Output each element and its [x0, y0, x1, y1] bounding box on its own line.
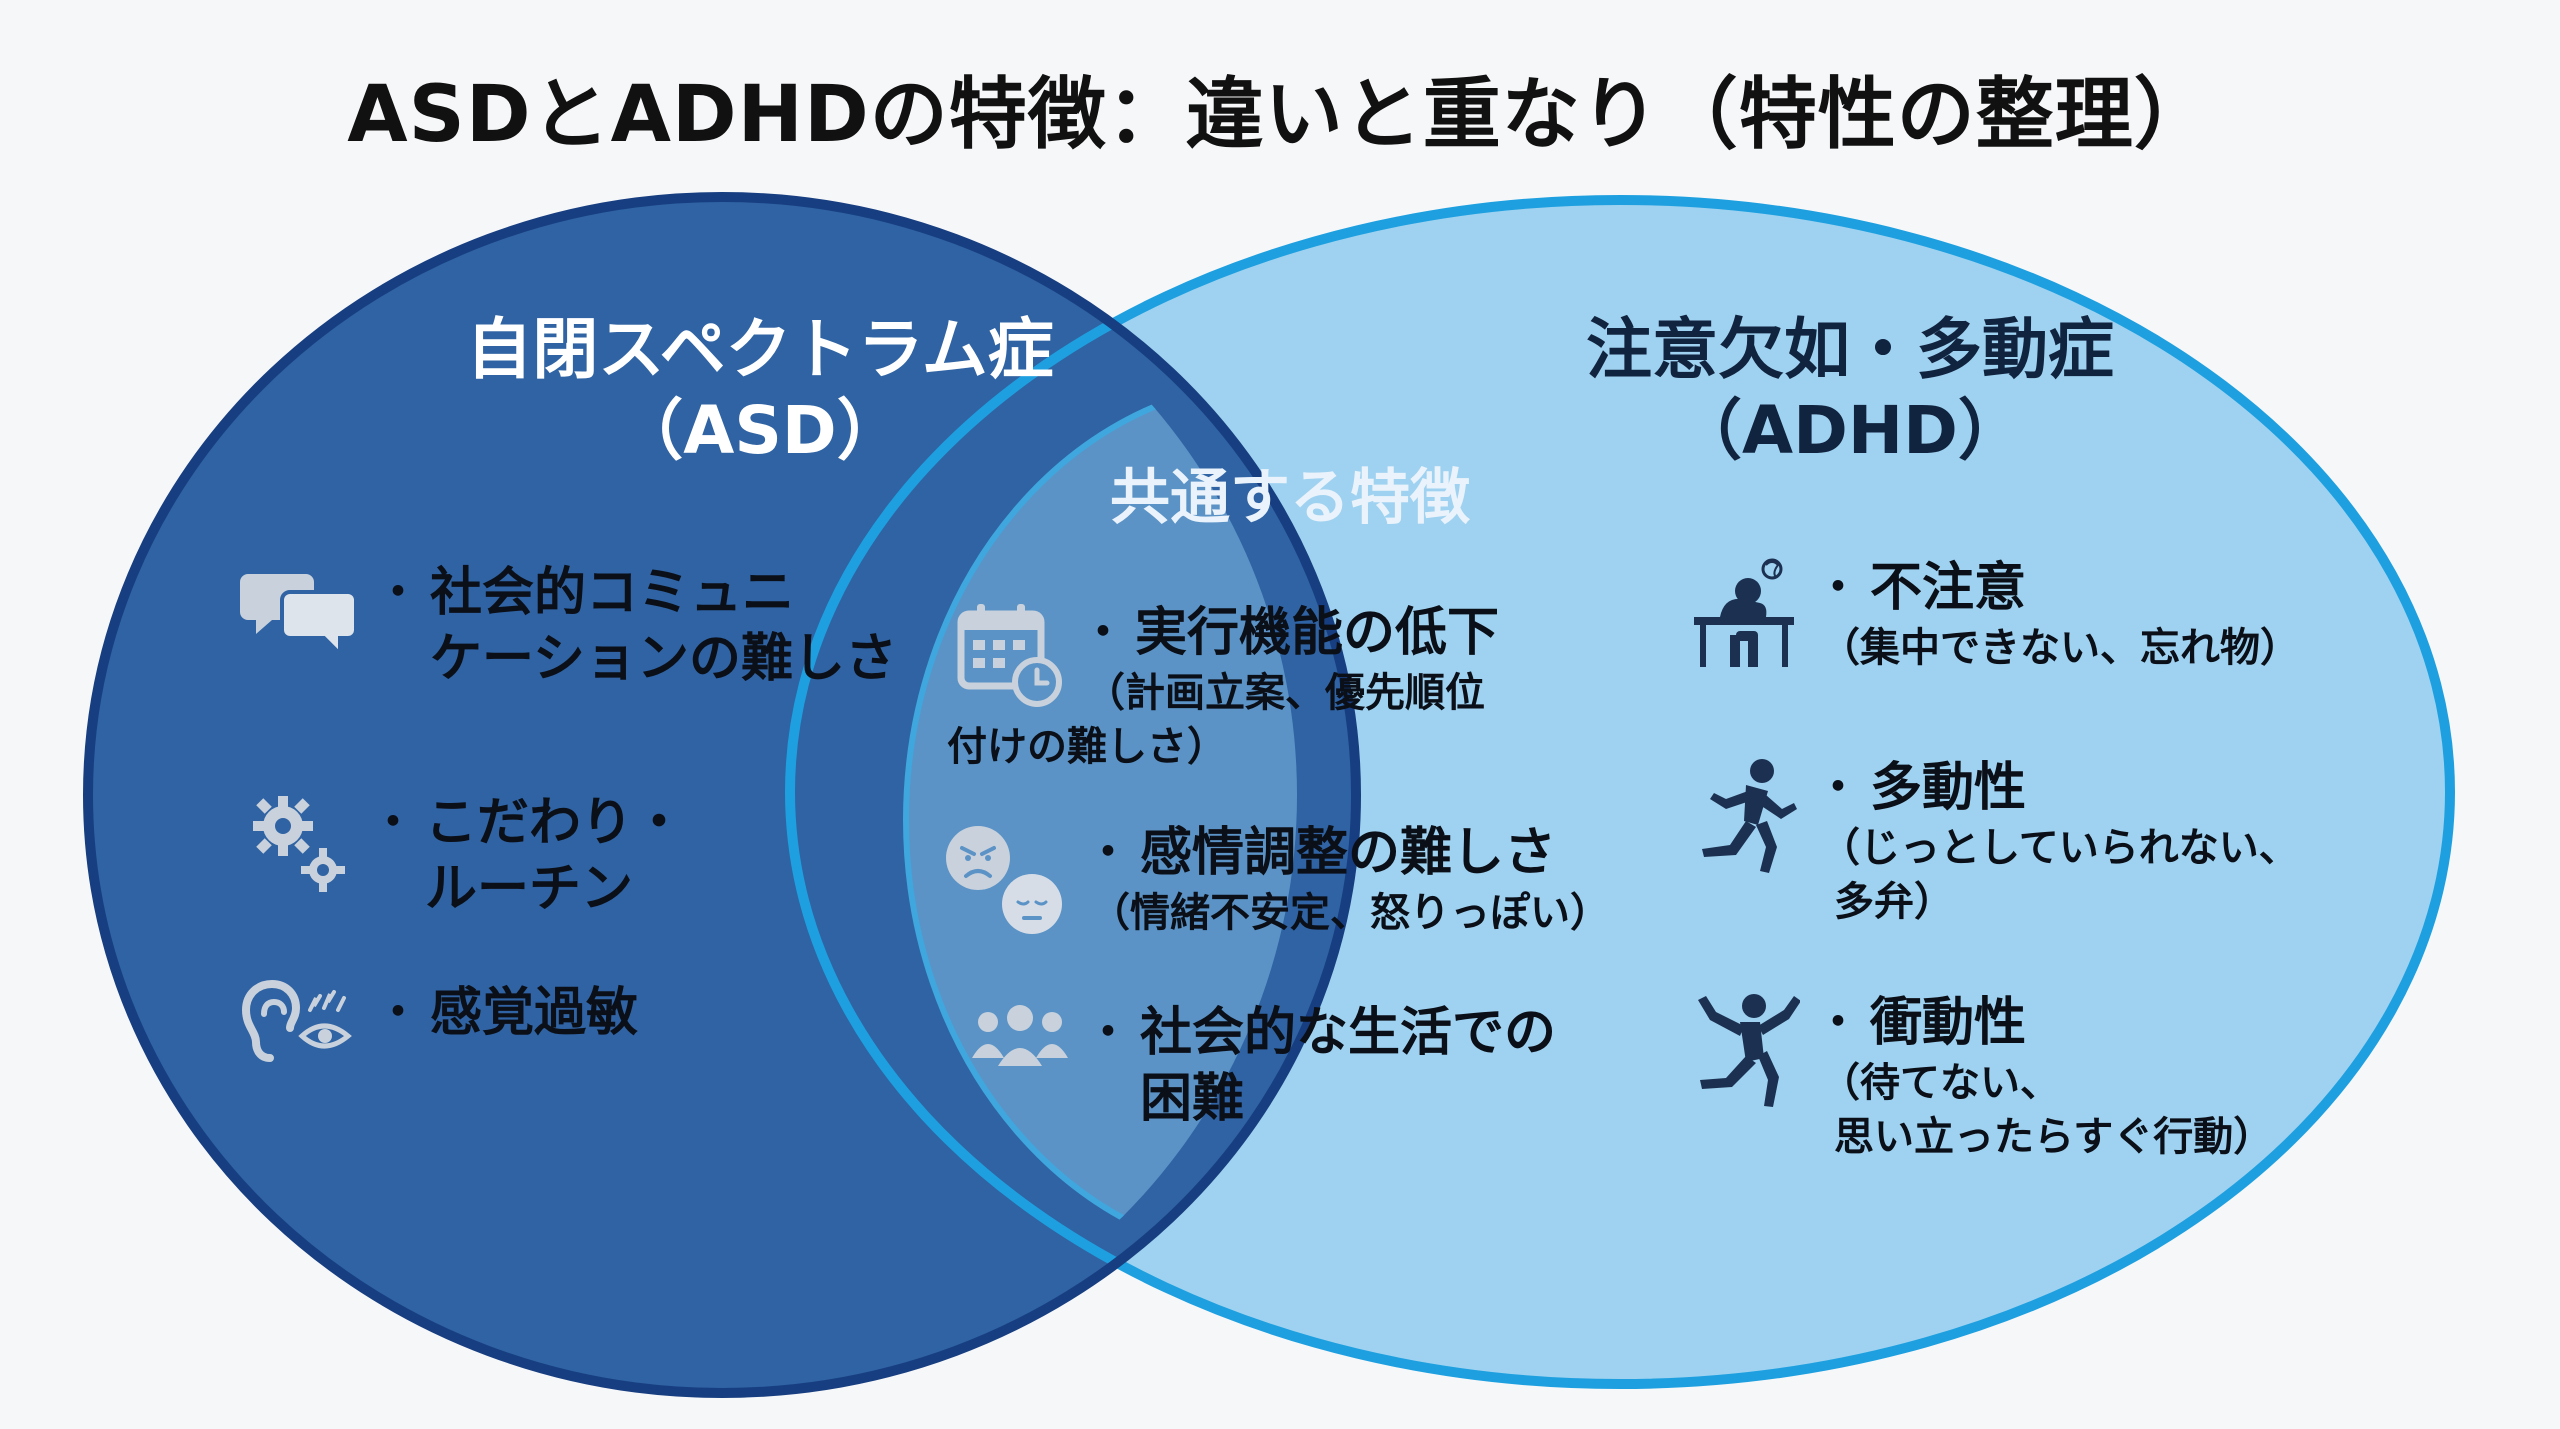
running-person-icon: [1702, 759, 1797, 873]
bullet: ・: [376, 567, 420, 618]
asd-circle-border: [83, 192, 1361, 1398]
adhd-item-2-title: 多動性: [1870, 758, 2027, 818]
asd-item-1-line-1: 社会的コミュニ: [430, 563, 795, 623]
bullet: ・: [1081, 607, 1125, 658]
chat-bubbles-icon: [240, 574, 358, 659]
calendar-clock-icon: [957, 604, 1062, 707]
asd-heading-abbr: （ASD）: [617, 391, 903, 469]
adhd-circle-border: [785, 195, 2455, 1389]
adhd-item-3-title: 衝動性: [1870, 993, 2027, 1053]
common-item-1-title: 実行機能の低下: [1135, 603, 1500, 663]
common-item-social-life: ・ 社会的な生活での 困難: [970, 1000, 1556, 1132]
bullet: ・: [1086, 827, 1130, 878]
adhd-heading: 注意欠如・多動症 （ADHD）: [1460, 310, 2240, 471]
adhd-heading-name: 注意欠如・多動症: [1586, 311, 2114, 388]
common-item-1-sub-2: 付けの難しさ）: [947, 724, 1227, 771]
adhd-item-inattention: ・ 不注意 （集中できない、忘れ物）: [1690, 555, 2300, 675]
common-item-emotion-regulation: ・ 感情調整の難しさ （情緒不安定、怒りっぽい）: [940, 820, 1610, 940]
overlap-region: [906, 380, 1297, 1260]
bullet: ・: [1816, 562, 1860, 613]
adhd-item-3-sub-1: （待てない、: [1820, 1060, 2060, 1107]
page-title: ASDとADHDの特徴：違いと重なり（特性の整理）: [347, 70, 2213, 160]
common-item-executive-function: ・ 実行機能の低下 （計画立案、優先順位 付けの難しさ）: [947, 600, 1500, 774]
adhd-item-1-title: 不注意: [1870, 558, 2027, 618]
people-group-icon: [972, 1005, 1068, 1066]
adhd-item-3-sub-2: 思い立ったらすぐ行動）: [1834, 1114, 2274, 1161]
distracted-person-desk-icon: [1694, 558, 1794, 667]
asd-item-2-line-1: こだわり・: [425, 793, 686, 853]
asd-item-social-communication: ・ 社会的コミュニ ケーションの難しさ: [240, 560, 897, 692]
common-item-2-title: 感情調整の難しさ: [1140, 823, 1557, 883]
ear-eye-sensory-icon: [241, 980, 352, 1062]
bullet: ・: [1816, 997, 1860, 1048]
asd-item-sensory: ・ 感覚過敏: [240, 980, 638, 1070]
jumping-person-icon: [1698, 994, 1800, 1107]
bullet: ・: [1816, 762, 1860, 813]
asd-heading-name: 自閉スペクトラム症: [466, 311, 1054, 388]
common-item-1-sub-1: （計画立案、優先順位: [1085, 670, 1485, 717]
adhd-item-impulsivity: ・ 衝動性 （待てない、 思い立ったらすぐ行動）: [1690, 990, 2273, 1164]
adhd-item-1-sub-1: （集中できない、忘れ物）: [1820, 625, 2300, 672]
gears-icon: [253, 796, 345, 892]
adhd-item-hyperactivity: ・ 多動性 （じっとしていられない、 多弁）: [1690, 755, 2299, 929]
asd-item-routine: ・ こだわり・ ルーチン: [245, 790, 685, 922]
asd-heading: 自閉スペクトラム症 （ASD）: [380, 310, 1140, 471]
asd-item-1-line-2: ケーションの難しさ: [430, 629, 897, 690]
asd-item-2-line-2: ルーチン: [425, 859, 634, 920]
bullet: ・: [376, 987, 420, 1038]
adhd-item-2-sub-1: （じっとしていられない、: [1820, 825, 2299, 872]
common-item-3-line-1: 社会的な生活での: [1140, 1003, 1557, 1063]
adhd-item-2-sub-2: 多弁）: [1834, 879, 1954, 926]
adhd-heading-abbr: （ADHD）: [1676, 391, 2024, 469]
emotion-faces-icon: [946, 826, 1062, 934]
bullet: ・: [1086, 1007, 1130, 1058]
asd-item-3-line-1: 感覚過敏: [430, 983, 639, 1043]
common-heading: 共通する特徴: [1110, 463, 1470, 533]
common-item-3-line-2: 困難: [1140, 1069, 1245, 1130]
bullet: ・: [371, 797, 415, 848]
common-item-2-sub-1: （情緒不安定、怒りっぽい）: [1090, 890, 1610, 937]
